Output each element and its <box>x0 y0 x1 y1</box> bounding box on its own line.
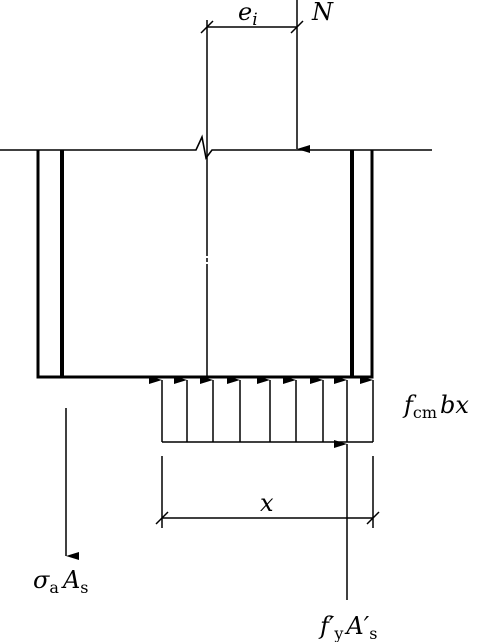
eccentricity-tick-left <box>200 20 214 34</box>
depth-tick-left <box>155 511 169 525</box>
section-outline <box>36 150 374 379</box>
eccentricity-label: ei <box>238 0 258 30</box>
depth-label: x <box>260 489 274 517</box>
depth-tick-right <box>366 511 380 525</box>
axial-force-label: N <box>311 0 334 26</box>
concrete-stress-block <box>149 376 374 442</box>
section-top-line <box>0 134 432 160</box>
